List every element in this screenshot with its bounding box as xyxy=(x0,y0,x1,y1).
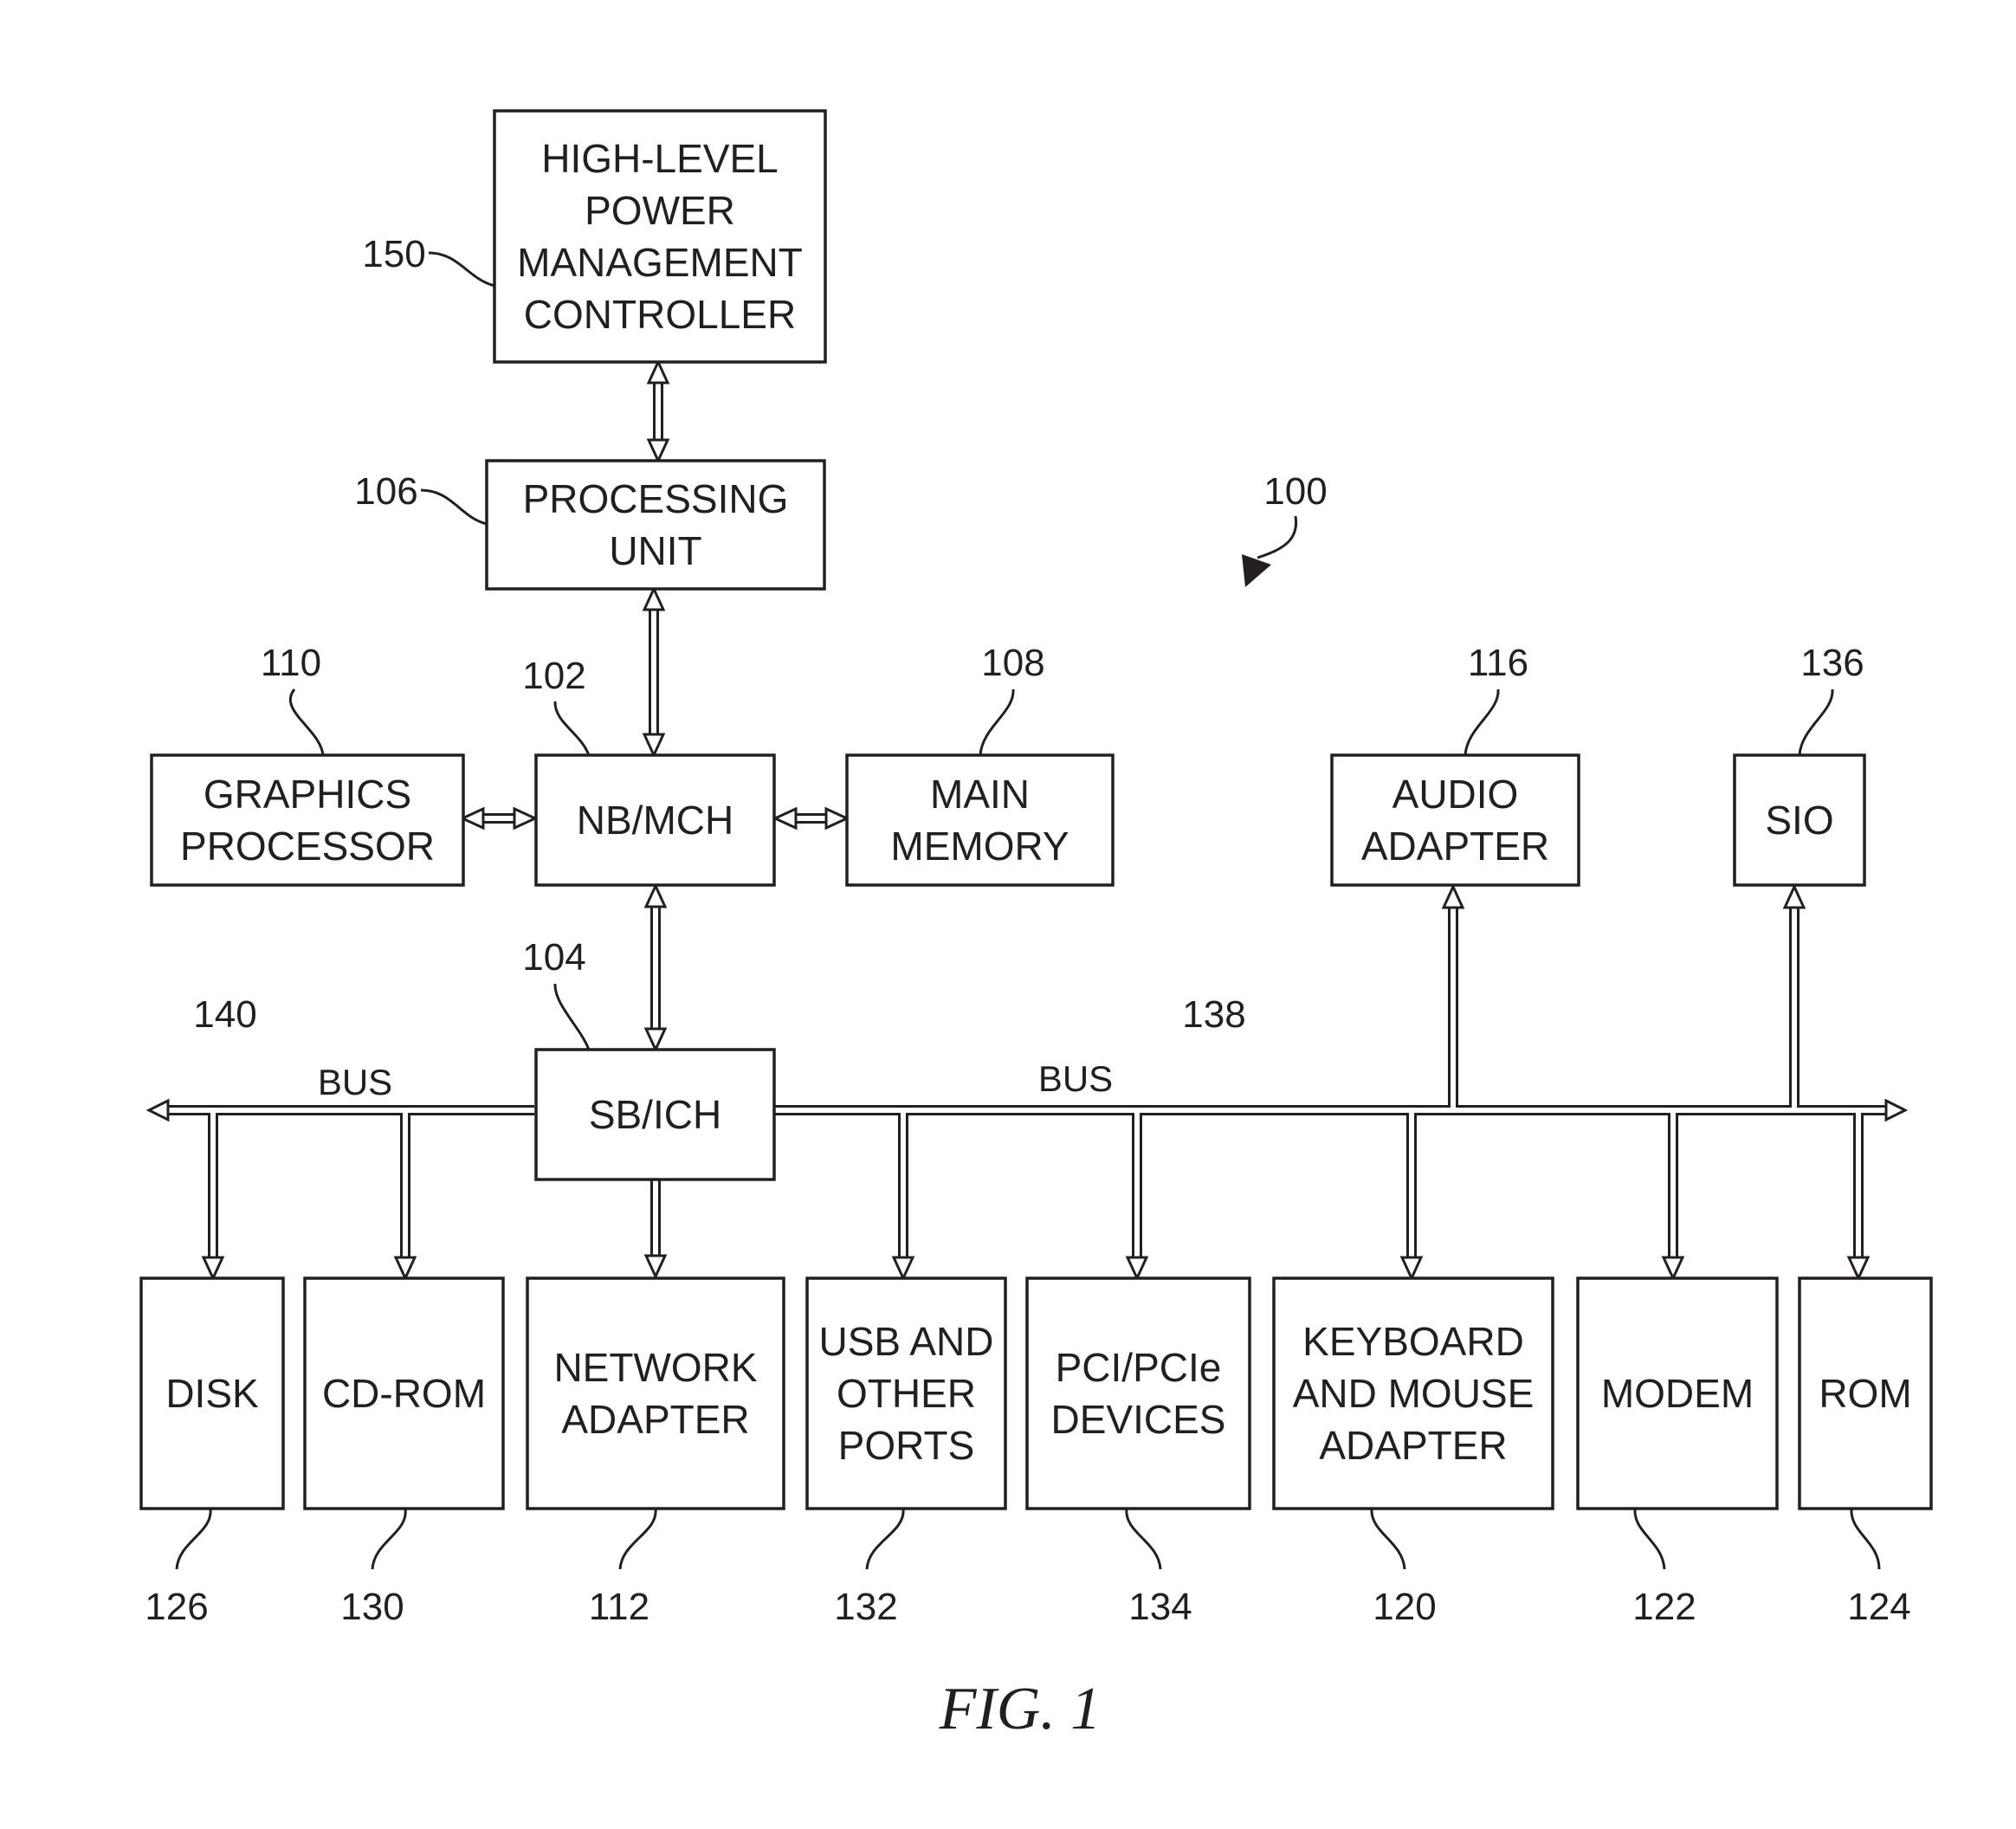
block-audio-ref: 116 xyxy=(1468,642,1528,684)
block-disk-ref: 126 xyxy=(145,1586,208,1628)
block-mem-ref: 108 xyxy=(981,642,1044,684)
block-audio-label-line: ADAPTER xyxy=(1361,824,1549,869)
block-rom: ROM xyxy=(1800,1278,1931,1509)
bus-138 xyxy=(775,887,1905,1278)
block-pci-frame xyxy=(1027,1278,1250,1509)
block-sbich-ref: 104 xyxy=(522,936,585,979)
block-modem: MODEM xyxy=(1578,1278,1777,1509)
block-pci-label-line: PCI/PCIe xyxy=(1056,1345,1222,1390)
block-usb: USB AND OTHER PORTS xyxy=(807,1278,1005,1509)
connector-nbmch-sbich xyxy=(646,886,665,1050)
block-kbd: KEYBOARD AND MOUSE ADAPTER xyxy=(1274,1278,1553,1509)
block-disk: DISK xyxy=(141,1278,283,1509)
block-nbmch-leader xyxy=(555,701,589,755)
block-hlpmc-leader xyxy=(429,253,494,286)
block-nbmch: NB/MCH xyxy=(536,755,774,885)
block-kbd-leader xyxy=(1372,1509,1405,1569)
block-modem-label-line: MODEM xyxy=(1601,1371,1754,1416)
bus-138-label: BUS xyxy=(1038,1058,1113,1099)
block-pci-ref: 134 xyxy=(1128,1586,1192,1628)
block-sio: SIO xyxy=(1735,755,1864,885)
block-hlpmc: HIGH-LEVEL POWER MANAGEMENT CONTROLLER xyxy=(494,111,825,362)
block-disk-label-line: DISK xyxy=(165,1371,259,1416)
block-audio-label-line: AUDIO xyxy=(1392,772,1519,817)
block-hlpmc-label-line: MANAGEMENT xyxy=(517,240,803,285)
connector-graphics-nbmch xyxy=(462,809,535,828)
connector-hlpmc-processing-unit xyxy=(649,362,668,461)
block-modem-leader xyxy=(1635,1509,1664,1569)
block-gp-ref: 110 xyxy=(261,642,321,684)
block-pci-leader xyxy=(1127,1509,1160,1569)
figure-label: FIG. 1 xyxy=(939,1676,1102,1742)
bus-138-ref: 138 xyxy=(1182,993,1245,1036)
block-mem-label-line: MAIN xyxy=(930,772,1030,817)
block-netadapter-label-line: ADAPTER xyxy=(561,1397,749,1442)
block-gp-leader xyxy=(290,689,323,755)
system-ref: 100 xyxy=(1263,470,1327,513)
block-sio-leader xyxy=(1800,689,1832,755)
block-hlpmc-label-line: HIGH-LEVEL xyxy=(541,136,779,181)
block-sbich-label-line: SB/ICH xyxy=(589,1092,721,1137)
bus-140-label: BUS xyxy=(318,1062,392,1102)
block-cdrom-ref: 130 xyxy=(340,1586,404,1628)
block-kbd-label-line: ADAPTER xyxy=(1319,1423,1507,1468)
block-rom-label-line: ROM xyxy=(1819,1371,1911,1416)
block-usb-label-line: PORTS xyxy=(838,1423,975,1468)
block-usb-label-line: OTHER xyxy=(837,1371,976,1416)
blocks: HIGH-LEVEL POWER MANAGEMENT CONTROLLER PROCE… xyxy=(141,111,1931,1509)
block-pci: PCI/PCIeDEVICES xyxy=(1027,1278,1250,1509)
bus-140 xyxy=(149,1101,534,1278)
connector-processing-unit-nbmch xyxy=(644,589,663,755)
block-pu-label-line: PROCESSING xyxy=(523,476,789,521)
block-audio: AUDIO ADAPTER xyxy=(1332,755,1579,885)
block-usb-leader xyxy=(867,1509,903,1569)
block-audio-leader xyxy=(1465,689,1498,755)
block-mem-label-line: MEMORY xyxy=(890,824,1069,869)
block-modem-ref: 122 xyxy=(1632,1586,1696,1628)
connector-sbich-network xyxy=(646,1179,665,1276)
block-usb-label-line: USB AND xyxy=(819,1319,994,1364)
block-netadapter-label-line: NETWORK xyxy=(553,1345,757,1390)
system-100-pointer: 100 xyxy=(1242,470,1328,587)
block-nbmch-label-line: NB/MCH xyxy=(577,798,733,843)
block-pci-label-line: DEVICES xyxy=(1051,1397,1226,1442)
block-kbd-label-line: AND MOUSE xyxy=(1293,1371,1535,1416)
block-rom-ref: 124 xyxy=(1847,1586,1910,1628)
block-nbmch-ref: 102 xyxy=(522,655,585,697)
block-pu-label-line: UNIT xyxy=(609,528,701,573)
block-sbich-leader xyxy=(555,984,589,1050)
block-disk-leader xyxy=(177,1509,210,1569)
block-netadapter: NETWORK ADAPTER xyxy=(527,1278,784,1509)
block-mem: MAIN MEMORY xyxy=(847,755,1113,885)
block-hlpmc-label-line: CONTROLLER xyxy=(524,292,796,337)
block-kbd-ref: 120 xyxy=(1373,1586,1436,1628)
connector-nbmch-memory xyxy=(775,809,847,828)
block-hlpmc-ref: 150 xyxy=(362,233,425,275)
block-usb-ref: 132 xyxy=(834,1586,897,1628)
block-gp-label-line: GRAPHICS xyxy=(204,772,411,817)
block-sio-label-line: SIO xyxy=(1765,798,1833,843)
block-kbd-label-line: KEYBOARD xyxy=(1302,1319,1524,1364)
block-netadapter-leader xyxy=(620,1509,656,1569)
block-cdrom-leader xyxy=(372,1509,405,1569)
block-sbich: SB/ICH xyxy=(536,1050,774,1179)
block-netadapter-ref: 112 xyxy=(589,1586,649,1628)
block-pu: PROCESSING UNIT xyxy=(487,461,824,589)
block-gp-label-line: PROCESSOR xyxy=(180,824,435,869)
block-gp: GRAPHICS PROCESSOR xyxy=(152,755,463,885)
block-sio-ref: 136 xyxy=(1800,642,1864,684)
block-hlpmc-label-line: POWER xyxy=(585,188,735,233)
block-cdrom-label-line: CD-ROM xyxy=(322,1371,486,1416)
block-pu-leader xyxy=(421,490,487,524)
block-cdrom: CD-ROM xyxy=(305,1278,503,1509)
bus-140-ref: 140 xyxy=(193,993,256,1036)
block-netadapter-frame xyxy=(527,1278,784,1509)
block-mem-leader xyxy=(980,689,1013,755)
block-pu-ref: 106 xyxy=(354,470,417,513)
block-rom-leader xyxy=(1851,1509,1879,1569)
